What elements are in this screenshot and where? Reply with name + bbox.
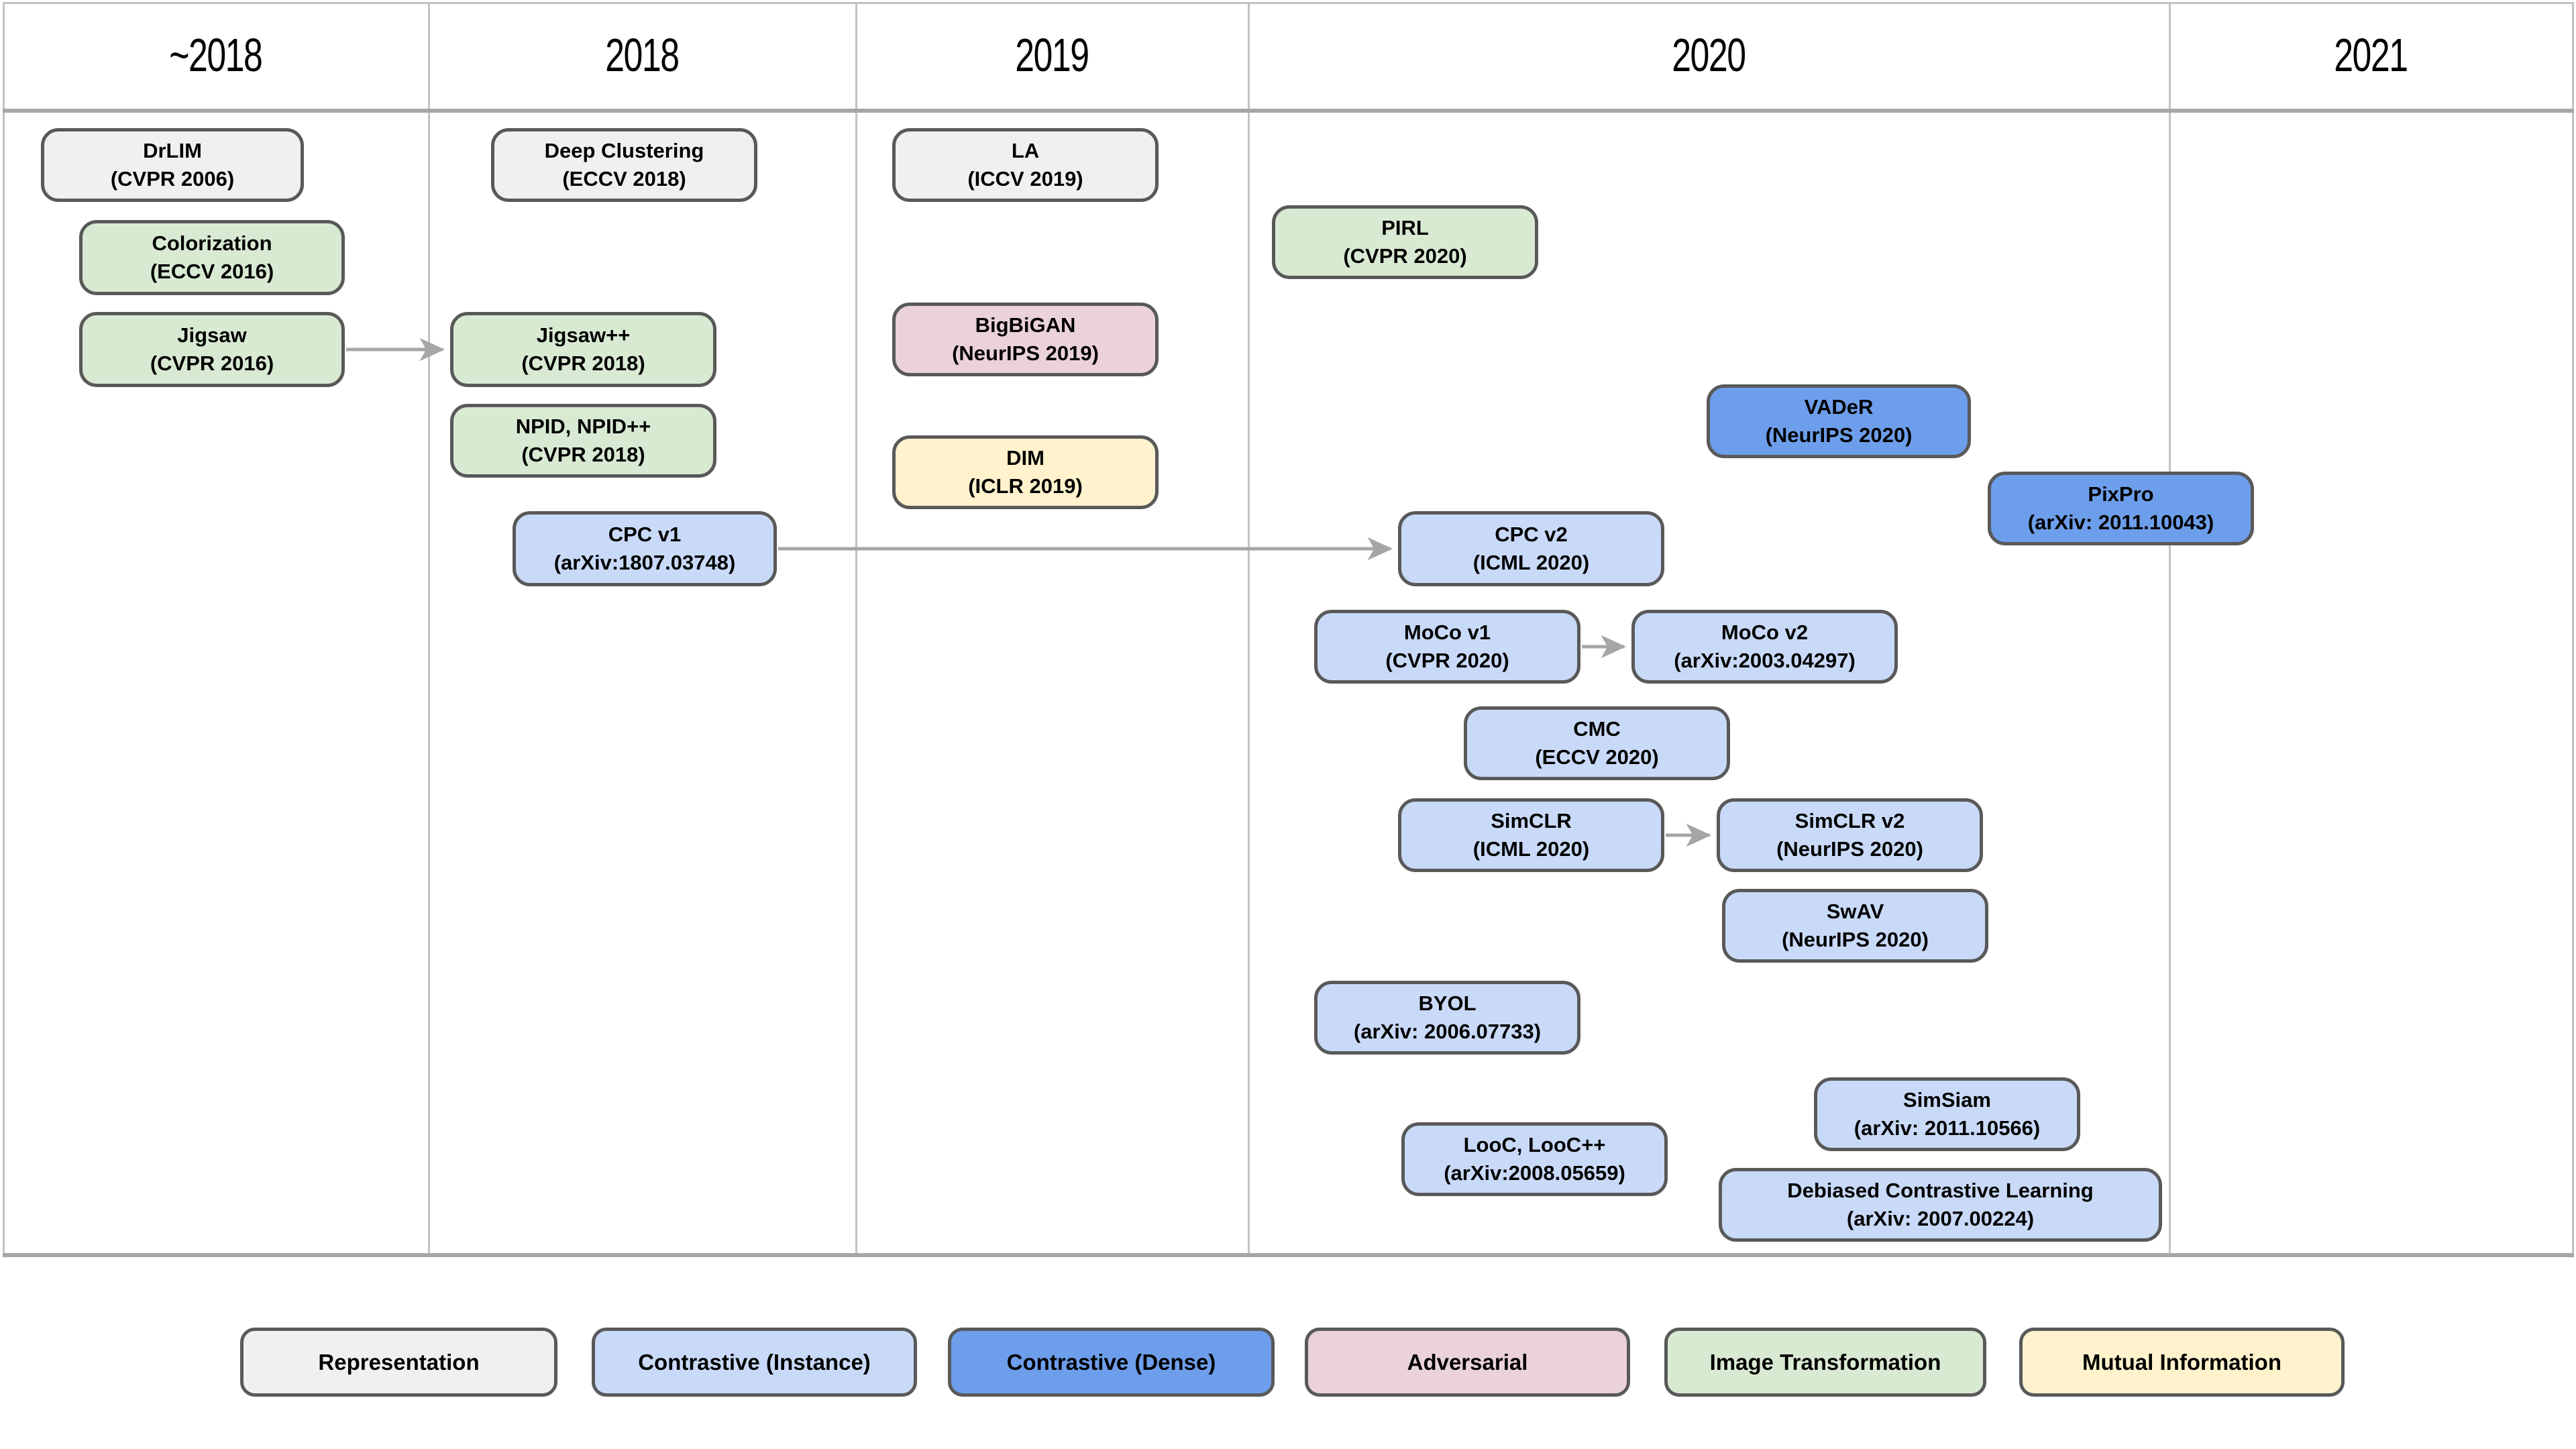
- column-divider: [3, 2, 5, 1253]
- paper-venue: (CVPR 2006): [110, 167, 235, 191]
- paper-title: LooC, LooC++: [1463, 1133, 1606, 1157]
- year-label: ~2018: [168, 29, 263, 81]
- node-cpc-v1: CPC v1 (arXiv:1807.03748): [513, 511, 777, 586]
- node-jigsaw: Jigsaw (CVPR 2016): [79, 312, 345, 387]
- paper-title: CPC v1: [608, 523, 682, 546]
- column-header-2018: 2018: [428, 16, 855, 94]
- node-byol: BYOL (arXiv: 2006.07733): [1314, 981, 1580, 1055]
- paper-venue: (arXiv:2003.04297): [1674, 649, 1856, 672]
- paper-title: BYOL: [1418, 991, 1477, 1015]
- paper-title: BigBiGAN: [975, 313, 1076, 337]
- paper-venue: (NeurIPS 2020): [1765, 423, 1913, 447]
- paper-venue: (ICLR 2019): [968, 474, 1083, 498]
- node-colorization: Colorization (ECCV 2016): [79, 220, 345, 295]
- year-label: 2018: [604, 29, 680, 81]
- paper-venue: (ICML 2020): [1472, 837, 1590, 861]
- paper-title: Jigsaw: [177, 323, 247, 347]
- paper-title: Colorization: [152, 231, 272, 255]
- node-moco-v2: MoCo v2 (arXiv:2003.04297): [1631, 610, 1898, 684]
- node-pirl: PIRL (CVPR 2020): [1272, 205, 1538, 279]
- paper-title: SwAV: [1826, 900, 1884, 923]
- node-cpc-v2: CPC v2 (ICML 2020): [1398, 511, 1664, 586]
- paper-title: NPID, NPID++: [515, 415, 651, 438]
- column-header-2019: 2019: [855, 16, 1248, 94]
- column-header-pre2018: ~2018: [3, 16, 428, 94]
- paper-venue: (ICCV 2019): [967, 167, 1083, 191]
- paper-venue: (NeurIPS 2020): [1782, 928, 1929, 951]
- column-divider: [855, 2, 857, 1253]
- legend-contrastive-dense: Contrastive (Dense): [948, 1328, 1275, 1397]
- paper-venue: (CVPR 2020): [1385, 649, 1509, 672]
- paper-title: PixPro: [2088, 482, 2154, 506]
- paper-venue: (arXiv: 2007.00224): [1846, 1207, 2035, 1230]
- header-underline: [3, 109, 2574, 113]
- column-divider: [1248, 2, 1250, 1253]
- paper-venue: (CVPR 2020): [1343, 244, 1467, 268]
- node-debiased: Debiased Contrastive Learning (arXiv: 200…: [1719, 1168, 2162, 1242]
- node-dim: DIM (ICLR 2019): [892, 435, 1159, 509]
- node-npid: NPID, NPID++ (CVPR 2018): [450, 404, 716, 478]
- legend-adversarial: Adversarial: [1305, 1328, 1630, 1397]
- paper-venue: (arXiv: 2011.10043): [2027, 511, 2214, 534]
- paper-venue: (NeurIPS 2019): [952, 341, 1099, 365]
- node-simsiam: SimSiam (arXiv: 2011.10566): [1814, 1077, 2080, 1151]
- column-header-2021: 2021: [2169, 16, 2572, 94]
- paper-venue: (CVPR 2016): [150, 352, 274, 375]
- paper-title: Jigsaw++: [536, 323, 631, 347]
- paper-venue: (ECCV 2016): [150, 260, 274, 283]
- year-label: 2019: [1014, 29, 1089, 81]
- chart-bottom-border: [3, 1253, 2574, 1257]
- paper-title: DrLIM: [143, 139, 202, 162]
- node-simclr-v2: SimCLR v2 (NeurIPS 2020): [1717, 798, 1983, 872]
- node-bigbigan: BigBiGAN (NeurIPS 2019): [892, 303, 1159, 376]
- column-header-2020: 2020: [1248, 16, 2169, 94]
- top-border: [3, 2, 2574, 4]
- node-pixpro: PixPro (arXiv: 2011.10043): [1988, 472, 2254, 545]
- legend-contrastive-instance: Contrastive (Instance): [592, 1328, 917, 1397]
- node-simclr: SimCLR (ICML 2020): [1398, 798, 1664, 872]
- paper-venue: (arXiv: 2006.07733): [1353, 1020, 1542, 1043]
- year-label: 2021: [2333, 29, 2408, 81]
- paper-title: VADeR: [1804, 395, 1874, 419]
- paper-venue: (arXiv:2008.05659): [1444, 1161, 1625, 1185]
- paper-title: PIRL: [1381, 216, 1429, 239]
- paper-venue: (ECCV 2018): [562, 167, 686, 191]
- paper-title: Debiased Contrastive Learning: [1787, 1179, 2094, 1202]
- node-swav: SwAV (NeurIPS 2020): [1722, 889, 1988, 963]
- paper-venue: (ECCV 2020): [1535, 745, 1659, 769]
- node-drlim: DrLIM (CVPR 2006): [41, 128, 304, 202]
- paper-title: DIM: [1006, 446, 1044, 470]
- column-divider: [2169, 2, 2171, 1253]
- legend-image-transformation: Image Transformation: [1664, 1328, 1986, 1397]
- paper-title: LA: [1011, 139, 1040, 162]
- paper-venue: (arXiv: 2011.10566): [1854, 1116, 2041, 1140]
- node-jigsawpp: Jigsaw++ (CVPR 2018): [450, 312, 716, 387]
- paper-title: Deep Clustering: [544, 139, 704, 162]
- paper-venue: (CVPR 2018): [521, 443, 645, 466]
- node-la: LA (ICCV 2019): [892, 128, 1159, 202]
- paper-title: CMC: [1573, 717, 1621, 741]
- node-deep-clustering: Deep Clustering (ECCV 2018): [491, 128, 757, 202]
- node-looc: LooC, LooC++ (arXiv:2008.05659): [1401, 1122, 1668, 1196]
- paper-title: MoCo v2: [1721, 621, 1809, 644]
- paper-venue: (NeurIPS 2020): [1776, 837, 1923, 861]
- legend-representation: Representation: [240, 1328, 557, 1397]
- paper-title: SimSiam: [1903, 1088, 1991, 1112]
- node-cmc: CMC (ECCV 2020): [1464, 706, 1730, 780]
- node-moco-v1: MoCo v1 (CVPR 2020): [1314, 610, 1580, 684]
- legend-mutual-information: Mutual Information: [2019, 1328, 2345, 1397]
- paper-venue: (arXiv:1807.03748): [553, 551, 736, 574]
- node-vader: VADeR (NeurIPS 2020): [1707, 384, 1971, 458]
- year-label: 2020: [1671, 29, 1746, 81]
- column-divider: [428, 2, 430, 1253]
- paper-title: SimCLR v2: [1794, 809, 1905, 833]
- paper-venue: (CVPR 2018): [521, 352, 645, 375]
- paper-title: CPC v2: [1495, 523, 1568, 546]
- paper-venue: (ICML 2020): [1472, 551, 1590, 574]
- paper-title: MoCo v1: [1403, 621, 1491, 644]
- paper-title: SimCLR: [1491, 809, 1572, 833]
- column-divider: [2572, 2, 2574, 1253]
